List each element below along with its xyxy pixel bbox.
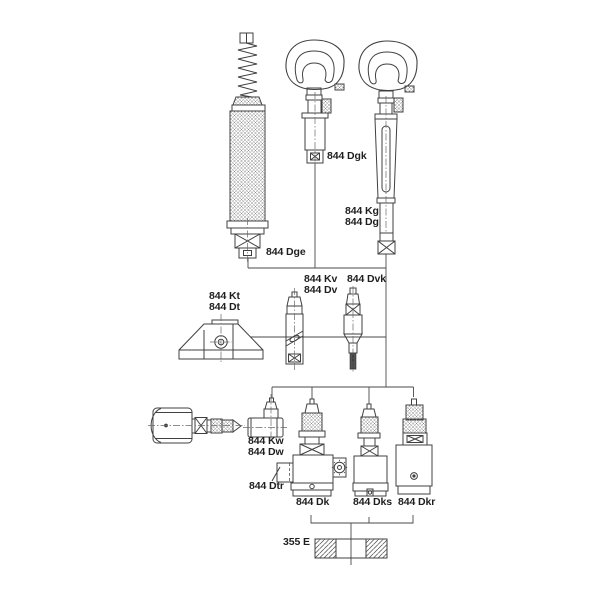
part-355e-setting-block — [314, 538, 388, 559]
label-844-kw: 844 Kw — [248, 435, 284, 447]
part-844-dtr-plate — [271, 462, 294, 483]
label-844-kg: 844 Kg — [345, 205, 379, 217]
part-844-kg-dg-grip-handle — [358, 40, 418, 255]
label-844-dk: 844 Dk — [296, 496, 330, 508]
label-844-kt-dt: 844 Kt 844 Dt — [209, 291, 240, 312]
part-axial-connector-assembly — [148, 407, 245, 444]
label-844-kt: 844 Kt — [209, 290, 240, 302]
label-844-dge: 844 Dge — [266, 246, 306, 258]
label-844-dv: 844 Dv — [304, 283, 338, 296]
part-844-dk-holder — [271, 398, 348, 497]
label-844-dks: 844 Dks — [353, 496, 392, 508]
part-844-dge-spring-handle — [226, 32, 269, 262]
label-844-dtr: 844 Dtr — [249, 480, 284, 492]
label-844-kv: 844 Kv — [304, 273, 338, 285]
label-844-dw: 844 Dw — [248, 445, 284, 458]
part-844-dks-holder — [352, 403, 389, 497]
label-844-dvk: 844 Dvk — [347, 273, 386, 285]
connector-lines — [247, 163, 414, 565]
part-844-dvk-probe-adapter — [343, 286, 363, 373]
part-844-kw-dw-right-angle — [243, 394, 287, 441]
label-844-dkr: 844 Dkr — [398, 496, 436, 508]
label-844-dt: 844 Dt — [209, 300, 240, 313]
part-844-kt-dt-bracket — [178, 314, 264, 364]
part-844-kv-dv-sleeve — [285, 288, 304, 370]
label-844-dg: 844 Dg — [345, 215, 379, 228]
label-844-kw-dw: 844 Kw 844 Dw — [248, 436, 284, 457]
label-844-kg-dg: 844 Kg 844 Dg — [345, 206, 379, 227]
part-844-dgk-ring-handle — [285, 39, 345, 166]
label-844-kv-dv: 844 Kv 844 Dv — [304, 274, 337, 295]
label-355e: 355 E — [283, 536, 310, 548]
label-844-dgk: 844 Dgk — [327, 150, 367, 162]
part-844-dkr-holder — [395, 398, 433, 495]
